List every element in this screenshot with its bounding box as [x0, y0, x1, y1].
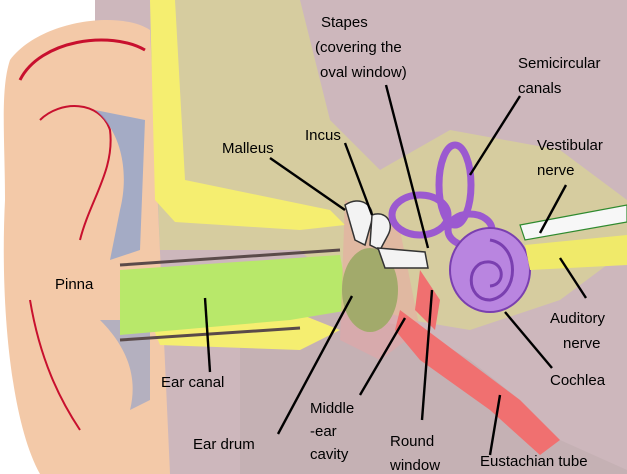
cochlea-shape — [450, 228, 530, 312]
label-stapes-3: oval window) — [320, 64, 407, 81]
label-ear-drum: Ear drum — [193, 436, 255, 453]
label-round-window-1: Round — [390, 433, 434, 450]
label-auditory-1: Auditory — [550, 310, 606, 327]
label-incus: Incus — [305, 127, 341, 144]
label-auditory-2: nerve — [563, 335, 601, 352]
label-malleus: Malleus — [222, 140, 274, 157]
label-cochlea: Cochlea — [550, 372, 606, 389]
label-vestibular-2: nerve — [537, 162, 575, 179]
label-semicircular-2: canals — [518, 80, 561, 97]
label-ear-canal: Ear canal — [161, 374, 224, 391]
stapes-shape — [378, 248, 428, 268]
label-stapes-2: (covering the — [315, 39, 402, 56]
label-pinna: Pinna — [55, 276, 94, 293]
label-round-window-2: window — [389, 457, 440, 474]
label-middle-ear-2: -ear — [310, 423, 337, 440]
label-vestibular-1: Vestibular — [537, 137, 603, 154]
label-middle-ear-3: cavity — [310, 446, 349, 463]
pinna-shape — [4, 20, 170, 474]
label-eustachian: Eustachian tube — [480, 453, 588, 470]
label-stapes-1: Stapes — [321, 14, 368, 31]
label-semicircular-1: Semicircular — [518, 55, 601, 72]
label-middle-ear-1: Middle — [310, 400, 354, 417]
